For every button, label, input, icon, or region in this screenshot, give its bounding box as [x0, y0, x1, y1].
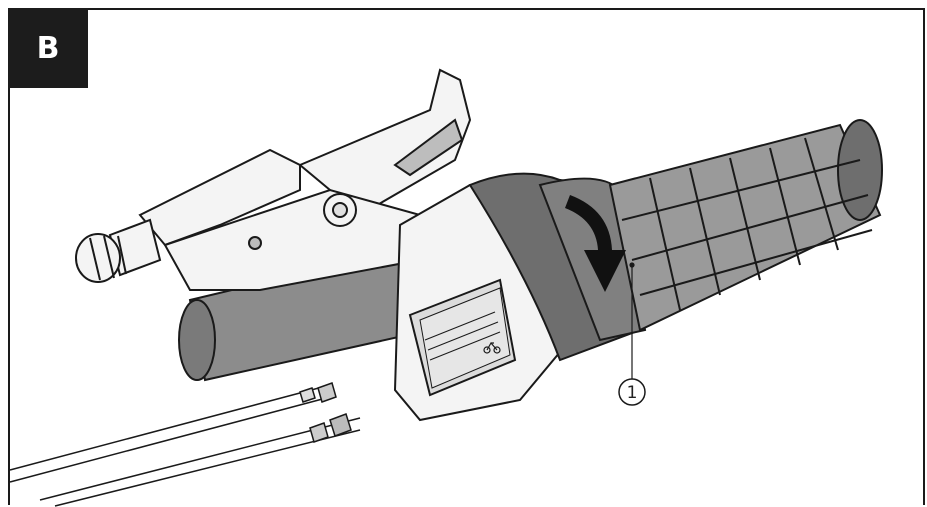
bicycle-icon — [483, 341, 501, 354]
cables — [9, 382, 361, 507]
adjuster-knob — [75, 218, 162, 283]
rotation-arrow-icon — [565, 195, 626, 292]
panel-label: B — [8, 8, 88, 88]
brake-lever — [138, 68, 472, 291]
frame-border — [8, 8, 925, 505]
callout-1-number: 1 — [627, 383, 638, 403]
handlebar-grip — [608, 119, 883, 332]
callout-leader — [629, 262, 635, 380]
callout-1: 1 — [618, 378, 646, 406]
